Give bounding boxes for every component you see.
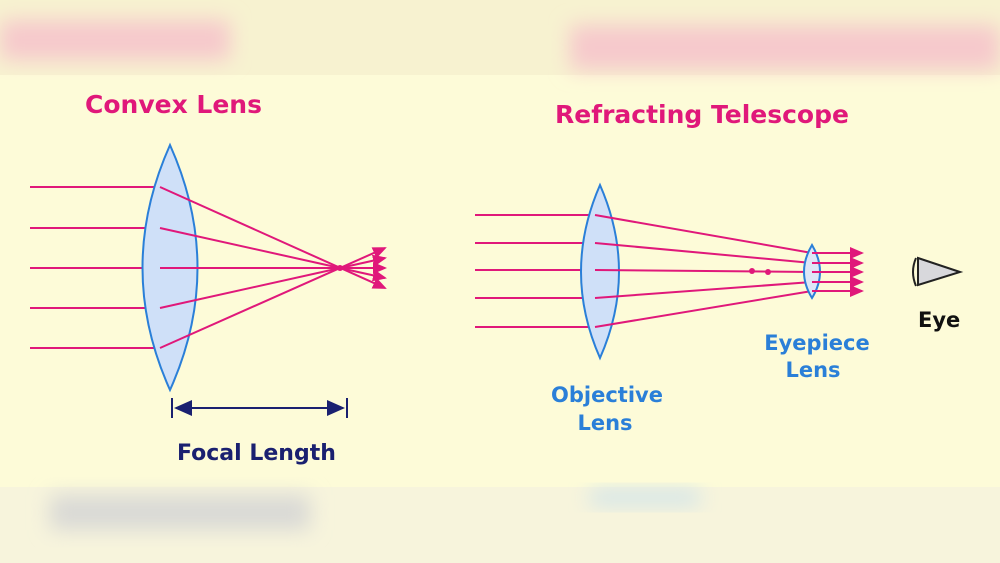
objective-lens <box>580 182 620 361</box>
eyepiece-label-line1: Eyepiece <box>764 331 869 355</box>
convex-incoming-rays <box>30 186 160 349</box>
focal-point <box>337 265 343 271</box>
eye-label: Eye <box>918 308 960 332</box>
eyepiece-label-line2: Lens <box>785 358 840 382</box>
focal-length-arrow <box>171 398 348 418</box>
convex-lens-title: Convex Lens <box>85 90 262 119</box>
telescope-focal-point <box>765 269 771 275</box>
objective-label-line1: Objective <box>551 383 663 407</box>
convex-refracted-rays <box>159 186 387 349</box>
blurred-bar <box>50 495 310 530</box>
telescope-title: Refracting Telescope <box>555 100 849 129</box>
focal-length-label: Focal Length <box>177 441 336 466</box>
telescope-incoming-rays <box>475 214 595 328</box>
blurred-bar <box>590 490 700 505</box>
eye-icon <box>912 256 964 287</box>
telescope-parallel-rays <box>812 247 864 297</box>
telescope-converging-rays <box>594 214 813 328</box>
blurred-bar <box>570 25 1000 70</box>
blurred-bar <box>0 20 230 60</box>
objective-label-line2: Lens <box>577 411 632 435</box>
telescope-focal-point <box>749 268 755 274</box>
